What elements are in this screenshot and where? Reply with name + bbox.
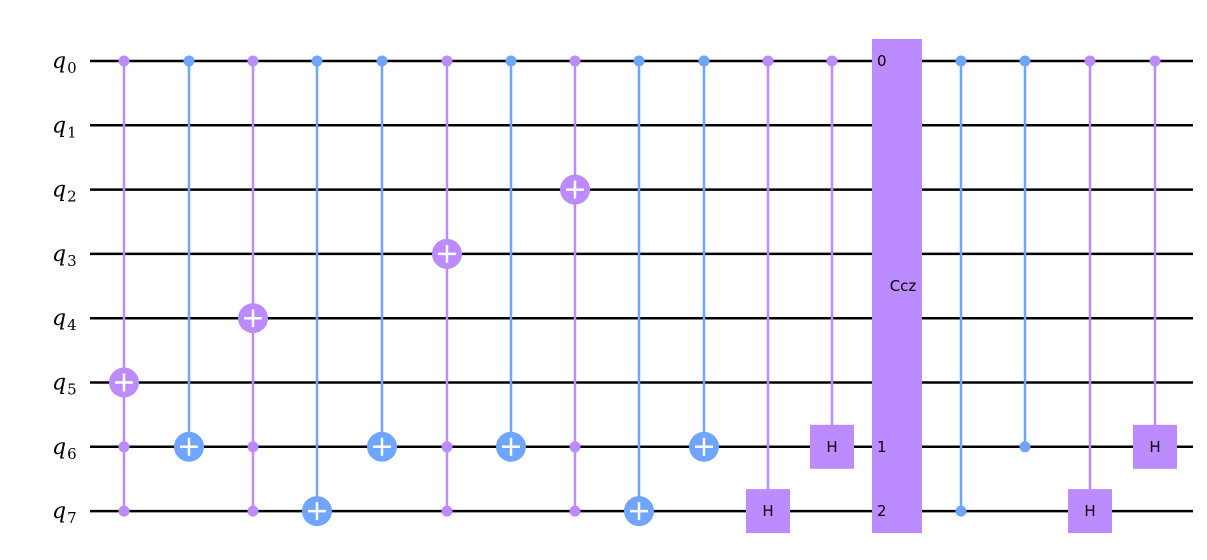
control-dot-7	[569, 505, 581, 517]
qubit-index-4: 4	[67, 316, 77, 334]
control-dot-1	[183, 55, 195, 67]
cnot-target-8	[624, 496, 654, 527]
control-dot-15	[1084, 55, 1096, 67]
qubit-label-0: q0	[52, 49, 77, 77]
control-dot-8	[633, 55, 645, 67]
h-gate-box-11	[810, 424, 854, 469]
control-dot-14	[1019, 441, 1031, 453]
qubit-label-2: q2	[52, 178, 77, 206]
qubit-index-3: 3	[67, 252, 77, 270]
ccz-gate-label: Ccz	[890, 277, 917, 295]
control-dot-10	[762, 55, 774, 67]
qubit-label-7: q7	[52, 499, 77, 527]
qubit-labels: q0 q1 q2 q3 q4 q5 q6 q7	[52, 49, 77, 527]
qubit-index-1: 1	[67, 123, 77, 141]
cnot-target-6	[496, 431, 526, 462]
control-dot-5	[441, 55, 453, 67]
qubit-label-4: q4	[52, 306, 77, 334]
control-dot-0	[118, 441, 130, 453]
control-dot-2	[247, 55, 259, 67]
control-dot-9	[698, 55, 710, 67]
gates: H H Ccz 0 1 2 H H	[109, 39, 1177, 534]
ccz-port-label-0: 0	[877, 52, 887, 70]
control-dot-13	[955, 55, 967, 67]
qubit-label-6: q6	[52, 435, 77, 463]
control-dot-6	[505, 55, 517, 67]
control-dot-14	[1019, 55, 1031, 67]
cnot-target-1	[174, 431, 204, 462]
qubit-label-3: q3	[52, 242, 77, 270]
h-gate-box-16	[1133, 424, 1177, 469]
cnot-target-0	[109, 367, 139, 398]
control-dot-3	[311, 55, 323, 67]
control-dot-5	[441, 441, 453, 453]
qubit-wires	[90, 59, 1193, 513]
ccz-port-label-1: 1	[877, 438, 887, 456]
control-dot-13	[955, 505, 967, 517]
control-dot-0	[118, 55, 130, 67]
ccz-gate-box	[872, 39, 922, 534]
qubit-index-2: 2	[67, 188, 77, 206]
control-dot-16	[1149, 55, 1161, 67]
control-dot-2	[247, 505, 259, 517]
h-gate-box-10	[746, 489, 790, 534]
h-gate-label-10: H	[762, 502, 773, 520]
qubit-label-1: q1	[52, 113, 77, 141]
h-gate-label-11: H	[826, 438, 837, 456]
cnot-target-9	[689, 431, 719, 462]
h-gate-label-16: H	[1149, 438, 1160, 456]
control-dot-7	[569, 441, 581, 453]
cnot-target-3	[302, 496, 332, 527]
cnot-target-2	[238, 303, 268, 334]
qubit-label-5: q5	[52, 371, 77, 399]
control-dot-5	[441, 505, 453, 517]
cnot-target-4	[367, 431, 397, 462]
qubit-index-7: 7	[67, 509, 77, 527]
control-dot-11	[826, 55, 838, 67]
control-dot-2	[247, 441, 259, 453]
cnot-target-5	[432, 238, 462, 269]
cnot-target-7	[560, 174, 590, 205]
qubit-index-5: 5	[67, 381, 77, 399]
qubit-index-6: 6	[67, 445, 77, 463]
h-gate-box-15	[1068, 489, 1112, 534]
control-dot-7	[569, 55, 581, 67]
control-dot-4	[376, 55, 388, 67]
qubit-index-0: 0	[67, 59, 77, 77]
ccz-port-label-2: 2	[877, 502, 887, 520]
control-dot-0	[118, 505, 130, 517]
h-gate-label-15: H	[1084, 502, 1095, 520]
